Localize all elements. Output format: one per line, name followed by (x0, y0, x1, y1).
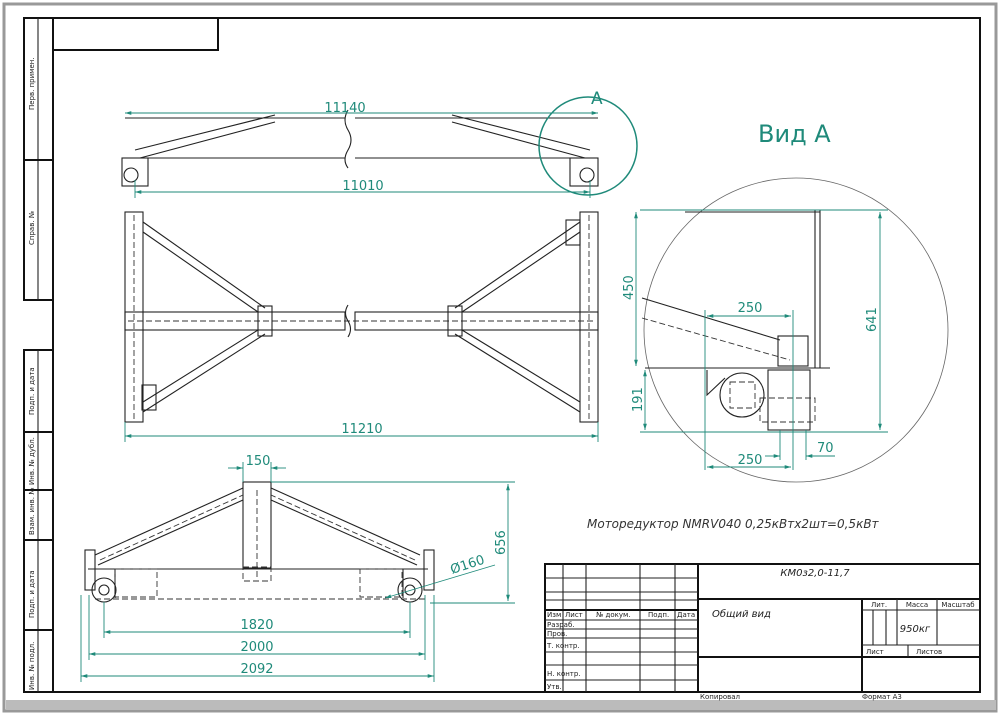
dim-11140: 11140 (324, 101, 365, 116)
plan-view: 11210 (124, 211, 599, 442)
dim-250-top: 250 (738, 301, 763, 316)
lit-label: Лит. (871, 601, 887, 609)
detail-view-a: Вид А 450 191 641 250 250 70 (622, 120, 949, 483)
dim-641: 641 (865, 307, 880, 332)
dim-2000: 2000 (240, 640, 273, 655)
header-sheet: Лист (565, 611, 583, 619)
role-developer: Разраб. (547, 621, 575, 629)
drawing-name: Общий вид (712, 608, 771, 620)
mass-value: 950кг (900, 624, 931, 635)
header-date: Дата (677, 611, 695, 619)
gearmotor-note: Моторедуктор NMRV040 0,25кВтх2шт=0,5кВт (587, 517, 880, 531)
stamp-orig-inv: Инв. № подл. (28, 642, 36, 690)
detail-a-callout-circle (538, 96, 638, 196)
side-stamps: Перв. примен. Справ. № Подп. и дата Инв.… (23, 17, 54, 693)
stamp-first-use: Перв. примен. (28, 57, 36, 110)
header-doc-no: № докум. (596, 611, 631, 619)
detail-a-label: A (591, 89, 603, 109)
detail-view-title: Вид А (758, 120, 831, 148)
role-approved: Утв. (547, 683, 562, 691)
header-sign: Подп. (648, 611, 669, 619)
dim-656: 656 (494, 530, 509, 555)
dim-11210: 11210 (341, 422, 382, 437)
scale-label: Масштаб (941, 601, 974, 609)
title-block: Изм Лист № докум. Подп. Дата Разраб. Про… (544, 563, 981, 701)
stamp-repl-inv: Взам. инв. № (28, 487, 36, 535)
end-view: 150 656 Ø160 1820 2000 2092 (80, 454, 515, 682)
stamp-sign-date-2: Подп. и дата (28, 570, 36, 618)
dim-150: 150 (246, 454, 271, 469)
role-tech-control: Т. контр. (546, 642, 580, 650)
stamp-ref-no: Справ. № (28, 211, 36, 245)
dim-2092: 2092 (240, 662, 273, 677)
mass-label: Масса (906, 601, 928, 609)
sheet-label: Лист (866, 648, 884, 656)
dim-250-bottom: 250 (738, 453, 763, 468)
stamp-dup-inv: Инв. № дубл. (28, 437, 36, 485)
dim-191: 191 (631, 387, 646, 412)
dim-1820: 1820 (240, 618, 273, 633)
role-checker: Пров. (547, 630, 567, 638)
format-label: Формат А3 (862, 693, 902, 701)
top-view: 11140 11010 A (121, 89, 638, 198)
copied-label: Копировал (700, 693, 740, 701)
stamp-sign-date-1: Подп. и дата (28, 367, 36, 415)
dim-11010: 11010 (342, 179, 383, 194)
dim-450: 450 (622, 275, 637, 300)
dim-70: 70 (817, 441, 834, 456)
sheets-label: Листов (916, 648, 942, 656)
role-norm-control: Н. контр. (547, 670, 581, 678)
header-change: Изм (547, 611, 561, 619)
drawing-designation: КМ0з2,0-11,7 (780, 568, 850, 579)
